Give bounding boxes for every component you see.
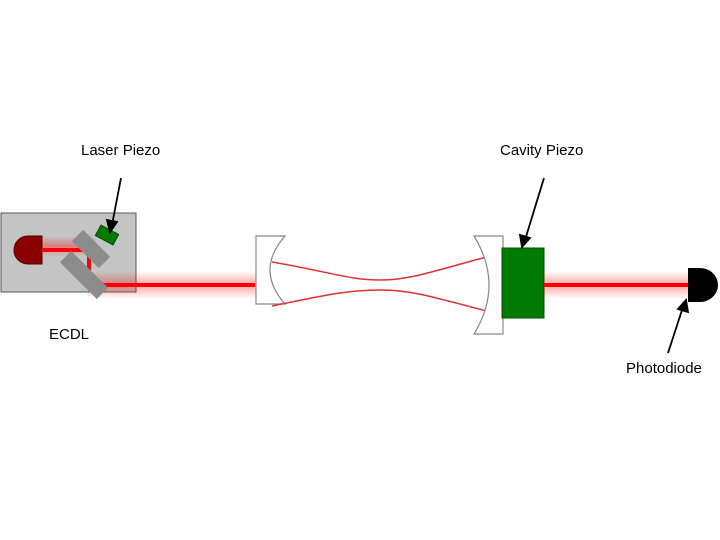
laser-piezo-label: Laser Piezo [81, 142, 161, 159]
photodiode-label: Photodiode [626, 360, 702, 377]
photodiode-icon [688, 268, 718, 302]
laser-piezo-arrow [105, 177, 122, 235]
grating-mount [71, 229, 111, 269]
cavity-mode-upper [271, 255, 491, 281]
cavity-output-mirror [472, 235, 504, 335]
photodiode-arrow [667, 297, 690, 354]
ecdl-internal-beam [42, 248, 255, 287]
laser-diode-icon [13, 235, 43, 265]
cavity-mode-lower [271, 289, 491, 313]
cavity-input-mirror [255, 235, 287, 305]
cavity-piezo-arrow [518, 177, 545, 250]
turning-mirror-mount [59, 250, 109, 300]
cavity-piezo [501, 247, 545, 319]
ecdl-label: ECDL [49, 326, 90, 343]
cavity-piezo-label: Cavity Piezo [500, 142, 584, 159]
